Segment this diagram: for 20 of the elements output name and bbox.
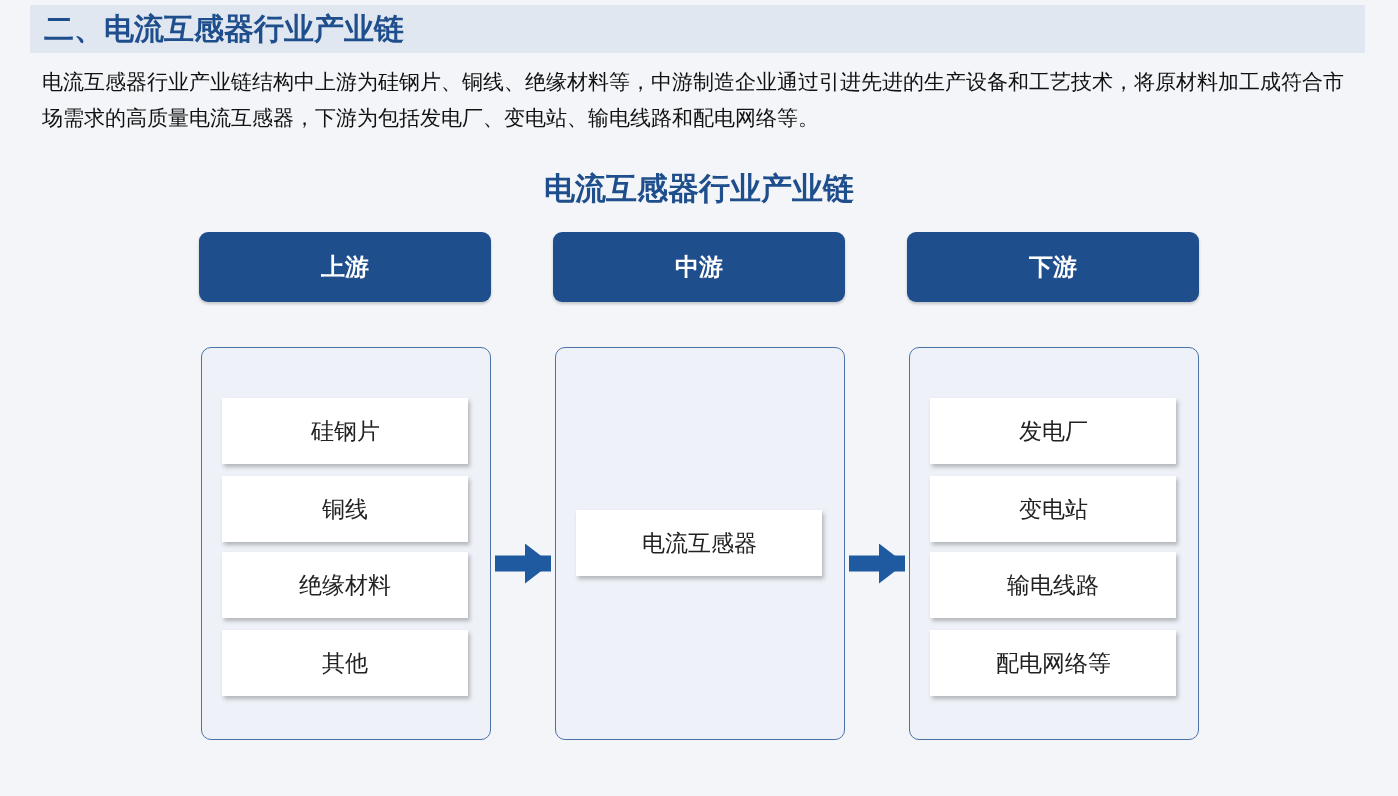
chart-heading: 电流互感器行业产业链 xyxy=(543,169,855,208)
item-box: 变电站 xyxy=(930,476,1176,542)
item-box: 铜线 xyxy=(222,476,468,542)
item-box: 配电网络等 xyxy=(930,630,1176,696)
title-band: 二、电流互感器行业产业链 xyxy=(30,5,1365,53)
intro-paragraph: 电流互感器行业产业链结构中上游为硅钢片、铜线、绝缘材料等，中游制造企业通过引进先进的生产设备和工艺技术，将原材料加工成符合市场需求的高质量电流互感器，下游为包括发电厂、变电站、输电线路和配电网络等。 xyxy=(42,69,1345,132)
arrow xyxy=(495,543,551,584)
stage-panel xyxy=(555,347,845,740)
stage-panel xyxy=(909,347,1199,740)
stage-header: 中游 xyxy=(553,232,845,302)
stage-header: 上游 xyxy=(199,232,491,302)
item-box: 发电厂 xyxy=(930,398,1176,464)
item-box: 硅钢片 xyxy=(222,398,468,464)
arrow xyxy=(849,543,905,584)
item-box: 电流互感器 xyxy=(576,510,822,576)
item-box: 其他 xyxy=(222,630,468,696)
item-box: 输电线路 xyxy=(930,552,1176,618)
item-box: 绝缘材料 xyxy=(222,552,468,618)
stage-header: 下游 xyxy=(907,232,1199,302)
stage-panel xyxy=(201,347,491,740)
